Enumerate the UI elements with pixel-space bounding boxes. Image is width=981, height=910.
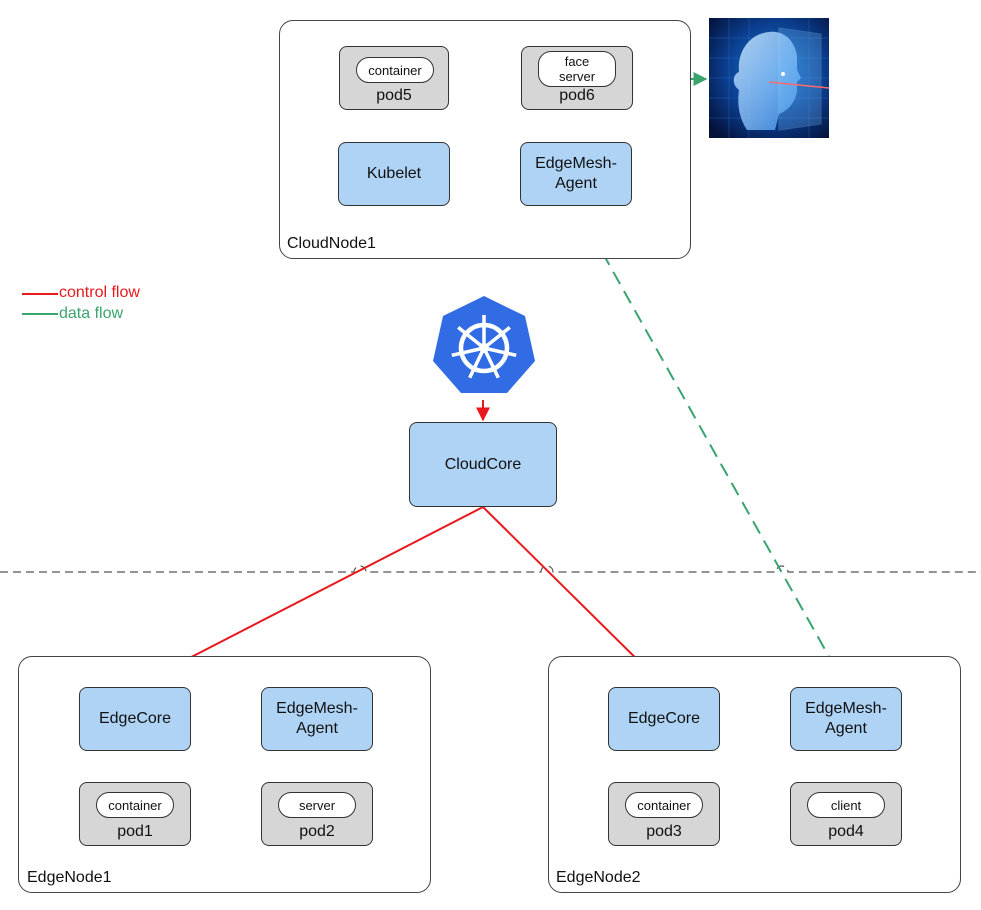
kubernetes-logo-icon xyxy=(430,292,538,396)
cloud-edge-separator xyxy=(0,565,981,573)
pod4-name: pod4 xyxy=(828,823,864,840)
pod3-box[interactable]: container pod3 xyxy=(608,782,720,846)
cloud-node-label: CloudNode1 xyxy=(287,235,376,252)
pod3-name: pod3 xyxy=(646,823,682,840)
pod2-box[interactable]: server pod2 xyxy=(261,782,373,846)
legend-control-label: control flow xyxy=(59,284,140,301)
face-recognition-image xyxy=(709,18,829,138)
pod4-box[interactable]: client pod4 xyxy=(790,782,902,846)
edge-node2-edgecore-box[interactable]: EdgeCore xyxy=(608,687,720,751)
pod5-name: pod5 xyxy=(376,87,412,104)
pod6-container-pill: face server xyxy=(538,51,616,87)
arrow-edgemesh2-to-cloud-edgemesh xyxy=(577,207,847,688)
pod1-box[interactable]: container pod1 xyxy=(79,782,191,846)
edge-node1-edgemesh-agent-box[interactable]: EdgeMesh- Agent xyxy=(261,687,373,751)
pod6-name: pod6 xyxy=(559,87,595,104)
pod5-container-pill: container xyxy=(356,57,434,83)
legend-data-label: data flow xyxy=(59,305,124,322)
edge-node2-edgemesh-agent-box[interactable]: EdgeMesh- Agent xyxy=(790,687,902,751)
cloudcore-box[interactable]: CloudCore xyxy=(409,422,557,507)
cloud-edgemesh-agent-box[interactable]: EdgeMesh- Agent xyxy=(520,142,632,206)
pod6-box[interactable]: face server pod6 xyxy=(521,46,633,110)
pod1-name: pod1 xyxy=(117,823,153,840)
pod5-box[interactable]: container pod5 xyxy=(339,46,449,110)
pod1-container-pill: container xyxy=(96,792,174,818)
pod2-container-pill: server xyxy=(278,792,356,818)
edge-node2-label: EdgeNode2 xyxy=(556,869,641,886)
pod2-name: pod2 xyxy=(299,823,335,840)
pod3-container-pill: container xyxy=(625,792,703,818)
kubelet-box[interactable]: Kubelet xyxy=(338,142,450,206)
pod4-container-pill: client xyxy=(807,792,885,818)
edge-node1-edgecore-box[interactable]: EdgeCore xyxy=(79,687,191,751)
edge-node1-label: EdgeNode1 xyxy=(27,869,112,886)
